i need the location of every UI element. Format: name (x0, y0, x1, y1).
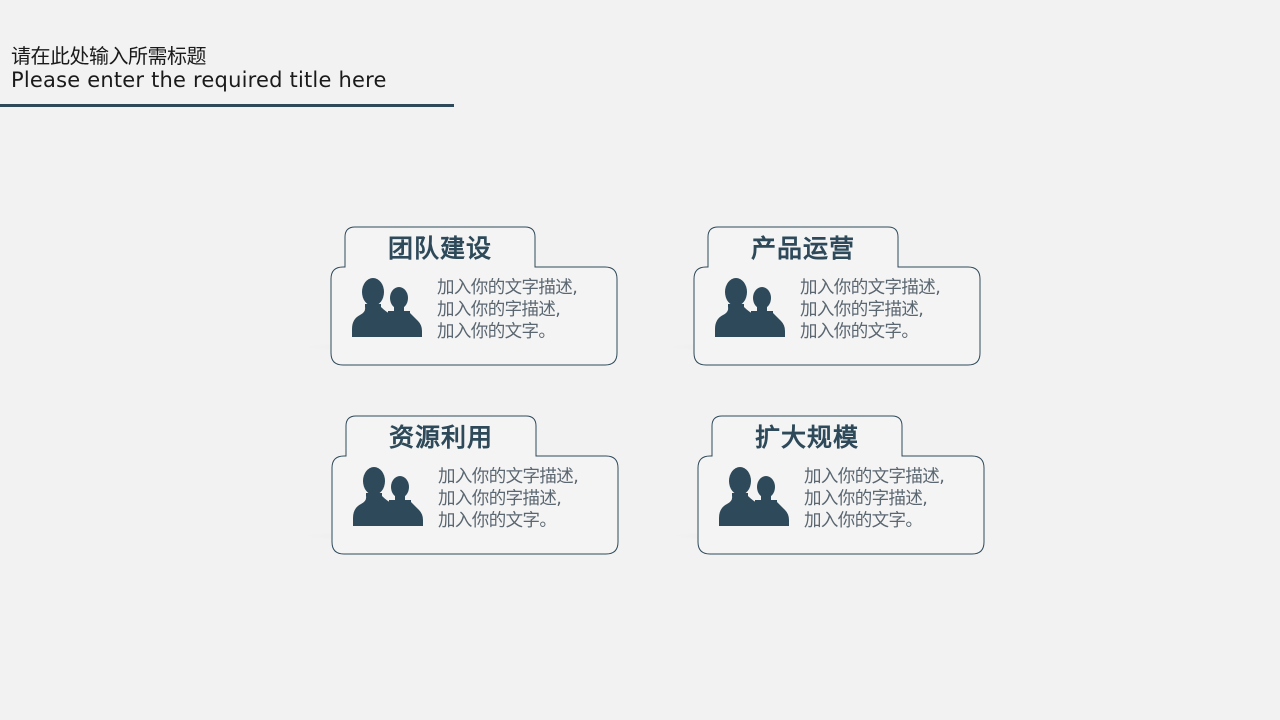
card-scale-expansion: 扩大规模 加入你的文字描述, 加入你的字描述, 加入你的文字。 (696, 414, 988, 556)
header: 请在此处输入所需标题 Please enter the required tit… (11, 44, 387, 93)
people-icon (353, 467, 423, 526)
card-description: 加入你的文字描述, 加入你的字描述, 加入你的文字。 (804, 466, 984, 532)
card-title: 产品运营 (750, 234, 855, 263)
description-line: 加入你的字描述, (438, 489, 562, 509)
description-line: 加入你的文字描述, (800, 278, 941, 298)
card-description: 加入你的文字描述, 加入你的字描述, 加入你的文字。 (800, 277, 980, 343)
card-title: 扩大规模 (754, 423, 859, 452)
card-product-operation: 产品运营 加入你的文字描述, 加入你的字描述, 加入你的文字。 (692, 225, 984, 367)
card-description: 加入你的文字描述, 加入你的字描述, 加入你的文字。 (438, 466, 618, 532)
description-line: 加入你的文字。 (438, 511, 557, 531)
people-icon (719, 467, 789, 526)
card-title: 团队建设 (387, 234, 492, 263)
description-line: 加入你的文字。 (800, 322, 919, 342)
description-line: 加入你的文字。 (804, 511, 923, 531)
header-divider (0, 104, 454, 107)
card-description: 加入你的文字描述, 加入你的字描述, 加入你的文字。 (437, 277, 617, 343)
description-line: 加入你的字描述, (437, 300, 561, 320)
people-icon (715, 278, 785, 337)
page-title-cn: 请在此处输入所需标题 (11, 44, 206, 68)
card-title: 资源利用 (388, 423, 493, 452)
description-line: 加入你的文字描述, (804, 467, 945, 487)
description-line: 加入你的文字描述, (438, 467, 579, 487)
page-title-en: Please enter the required title here (11, 68, 387, 92)
description-line: 加入你的字描述, (800, 300, 924, 320)
card-resource-utilization: 资源利用 加入你的文字描述, 加入你的字描述, 加入你的文字。 (330, 414, 622, 556)
card-team-building: 团队建设 加入你的文字描述, 加入你的字描述, 加入你的文字。 (329, 225, 621, 367)
description-line: 加入你的文字描述, (437, 278, 578, 298)
people-icon (352, 278, 422, 337)
description-line: 加入你的字描述, (804, 489, 928, 509)
description-line: 加入你的文字。 (437, 322, 556, 342)
